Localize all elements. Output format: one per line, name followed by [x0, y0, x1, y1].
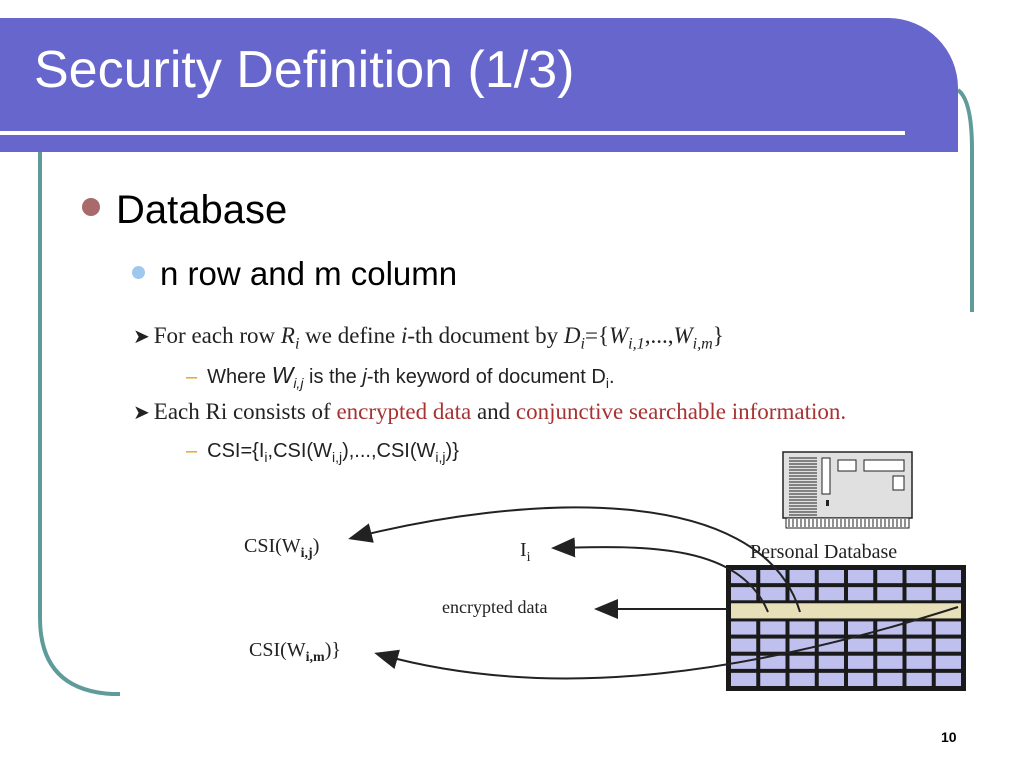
grid-cell: [789, 621, 815, 635]
grid-cell: [935, 638, 961, 652]
grid-cell: [818, 587, 844, 601]
server-icon: [782, 451, 913, 529]
bullet-database-text: Database: [116, 188, 288, 232]
grid-cell: [877, 638, 903, 652]
grid-cell: [789, 655, 815, 669]
grid-cell: [848, 655, 874, 669]
grid-cell: [906, 570, 932, 584]
page-number: 10: [941, 729, 957, 745]
arrow-bullet-icon: ➤: [133, 326, 150, 348]
grid-cell: [848, 570, 874, 584]
each-ri-line: ➤Each Ri consists of encrypted data and …: [133, 399, 847, 424]
grid-cell: [906, 638, 932, 652]
label-personal-database: Personal Database: [750, 541, 898, 563]
bullet-level1: Database: [82, 190, 287, 230]
grid-cell: [818, 655, 844, 669]
grid-cell: [818, 570, 844, 584]
grid-cell: [877, 570, 903, 584]
grid-cell: [789, 587, 815, 601]
label-ii: Ii: [520, 539, 531, 565]
highlighted-row: [731, 603, 961, 619]
arrow-to-ii: [551, 537, 769, 613]
label-encrypted-data: encrypted data: [442, 597, 548, 617]
grid-cell: [760, 672, 786, 686]
grid-cell: [789, 672, 815, 686]
grid-cell: [789, 570, 815, 584]
grid-cell: [906, 587, 932, 601]
grid-cell: [935, 655, 961, 669]
row-definition-line: ➤For each row Ri we define i-th document…: [133, 323, 724, 353]
bullet-dot-icon: [132, 265, 145, 279]
grid-cell: [731, 621, 757, 635]
bullet-dot-icon: [82, 198, 100, 217]
grid-cell: [818, 621, 844, 635]
grid-cell: [877, 655, 903, 669]
grid-cell: [848, 638, 874, 652]
grid-cell: [731, 638, 757, 652]
grid-cell: [935, 621, 961, 635]
grid-cell: [760, 621, 786, 635]
grid-cell: [877, 587, 903, 601]
label-csi-wij: CSI(Wi,j): [244, 535, 320, 561]
arrow-to-csi-j: [348, 506, 801, 613]
grid-cell: [848, 587, 874, 601]
bullet-rows-text: n row and m column: [160, 255, 458, 292]
bullet-level2: n row and m column: [132, 257, 457, 290]
slide-title: Security Definition (1/3): [34, 41, 575, 99]
label-csi-wim: CSI(Wi,m)}: [249, 639, 341, 665]
grid-cell: [848, 672, 874, 686]
arrow-bullet-icon: ➤: [133, 402, 150, 424]
grid-cell: [760, 655, 786, 669]
grid-cell: [731, 672, 757, 686]
grid-cell: [731, 587, 757, 601]
title-underline: [0, 131, 905, 135]
dash-bullet-icon: –: [186, 366, 198, 388]
grid-cell: [877, 672, 903, 686]
grid-cell: [906, 621, 932, 635]
grid-cell: [935, 570, 961, 584]
csi-line: –CSI={Ii,CSI(Wi,j),...,CSI(Wi,j)}: [186, 440, 459, 465]
dash-bullet-icon: –: [186, 440, 198, 462]
where-line: –Where Wi,j is the j-th keyword of docum…: [186, 362, 615, 391]
grid-cell: [760, 638, 786, 652]
database-grid: [726, 565, 966, 691]
grid-cell: [935, 587, 961, 601]
title-bar: [0, 18, 958, 152]
grid-cell: [848, 621, 874, 635]
arrow-to-csi-m: [374, 606, 959, 680]
grid-cell: [935, 672, 961, 686]
grid-cell: [818, 672, 844, 686]
grid-cell: [906, 655, 932, 669]
grid-cell: [760, 587, 786, 601]
grid-cell: [906, 672, 932, 686]
